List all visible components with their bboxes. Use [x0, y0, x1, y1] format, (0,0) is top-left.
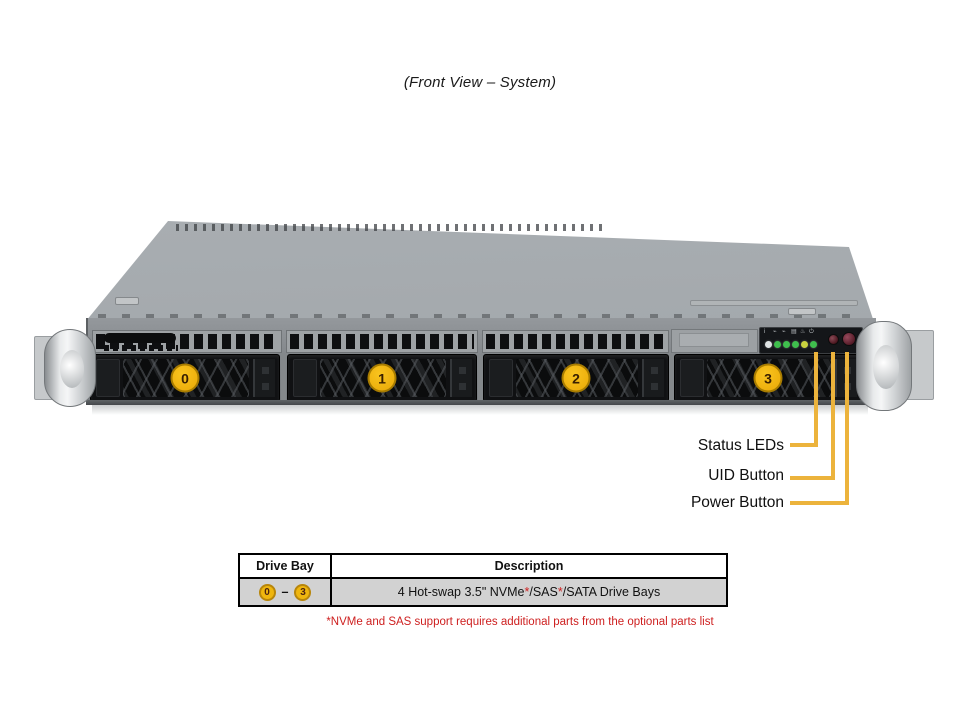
- chassis-bottom-edge: [86, 400, 876, 405]
- left-handle-endcap: [60, 350, 84, 388]
- status-led: [801, 341, 808, 348]
- description-text: 4 Hot-swap 3.5" NVMe: [397, 585, 525, 599]
- power-button-callout-line: [790, 501, 849, 505]
- description-column-header: Description: [494, 559, 564, 573]
- status-led: [783, 341, 790, 348]
- lid-rear-vent-row: [176, 224, 606, 231]
- drive-tray-release: [642, 359, 664, 397]
- drive-tray-latch: [680, 359, 704, 397]
- nvme-asterisk: *: [524, 585, 530, 599]
- chassis-shadow: [92, 405, 868, 415]
- info-led-icon: i: [764, 329, 766, 335]
- power-button-callout-line: [845, 352, 849, 505]
- drive-tray-latch: [489, 359, 513, 397]
- drive-bay-table: Drive Bay Description 0 – 3 4 Hot-swap 3…: [238, 553, 728, 607]
- status-led: [792, 341, 799, 348]
- overheat-led-icon: ♨: [800, 329, 806, 335]
- lid-detail-left: [115, 297, 139, 305]
- status-leds-callout-line: [814, 352, 818, 447]
- drive-bay-2: 2: [483, 354, 669, 402]
- bay-number-badge: 0: [170, 363, 200, 393]
- lid-front-vent-row: [98, 314, 854, 320]
- vent-slots: [486, 334, 665, 349]
- blank-plate-recess: [679, 333, 749, 347]
- right-handle-endcap: [873, 345, 899, 389]
- status-led: [810, 341, 817, 348]
- status-leds-label: Status LEDs: [697, 437, 784, 454]
- power-led-icon: ⏻: [809, 329, 814, 335]
- bay-divider: [669, 354, 674, 402]
- uid-button-label: UID Button: [708, 467, 784, 484]
- drive-bay-3: 3: [674, 354, 862, 402]
- nic1-led-icon: ⌁: [782, 329, 786, 335]
- page-title: (Front View – System): [403, 74, 557, 91]
- bay-divider: [478, 354, 483, 402]
- range-dash: –: [281, 585, 289, 599]
- front-latch-slots: [104, 345, 178, 351]
- uid-button-callout-line: [831, 352, 835, 480]
- bay-divider: [281, 354, 286, 402]
- status-leds-callout-line: [790, 443, 818, 447]
- vent-strip: [286, 330, 478, 353]
- bay-start-badge: 0: [258, 583, 276, 601]
- description-text: /SAS: [529, 585, 558, 599]
- drive-tray-release: [450, 359, 472, 397]
- vent-strip: [482, 330, 669, 353]
- drive-bay-0: 0: [90, 354, 280, 402]
- vent-slots: [290, 334, 474, 349]
- power-button: [842, 332, 856, 346]
- power-button-label: Power Button: [690, 494, 784, 511]
- drive-bay-column-header: Drive Bay: [240, 555, 332, 577]
- footnote-text: *NVMe and SAS support requires additiona…: [326, 616, 714, 628]
- description-text: /SATA Drive Bays: [562, 585, 661, 599]
- drive-tray-latch: [293, 359, 317, 397]
- control-panel: i ⌁ ⌁ ▤ ♨ ⏻: [759, 327, 863, 354]
- lid-detail-right: [788, 308, 816, 315]
- bay-number-badge: 1: [367, 363, 397, 393]
- hdd-led-icon: ▤: [791, 329, 797, 335]
- status-led: [765, 341, 772, 348]
- lid-seam-plate: [690, 300, 858, 306]
- front-latch-bar: [104, 333, 176, 343]
- sas-asterisk: *: [557, 585, 563, 599]
- drive-bay-1: 1: [287, 354, 477, 402]
- bay-range-cell: 0 – 3: [240, 579, 332, 605]
- table-header-row: Drive Bay Description: [240, 555, 726, 579]
- table-data-row: 0 – 3 4 Hot-swap 3.5" NVMe*/SAS*/SATA Dr…: [240, 579, 726, 605]
- drive-tray-release: [253, 359, 275, 397]
- status-led: [774, 341, 781, 348]
- uid-button-callout-line: [790, 476, 835, 480]
- bay-number-badge: 2: [561, 363, 591, 393]
- uid-button: [828, 334, 839, 345]
- description-cell: 4 Hot-swap 3.5" NVMe*/SAS*/SATA Drive Ba…: [332, 579, 726, 605]
- bay-number-badge: 3: [753, 363, 783, 393]
- drive-tray-latch: [96, 359, 120, 397]
- nic2-led-icon: ⌁: [773, 329, 777, 335]
- bay-end-badge: 3: [294, 583, 312, 601]
